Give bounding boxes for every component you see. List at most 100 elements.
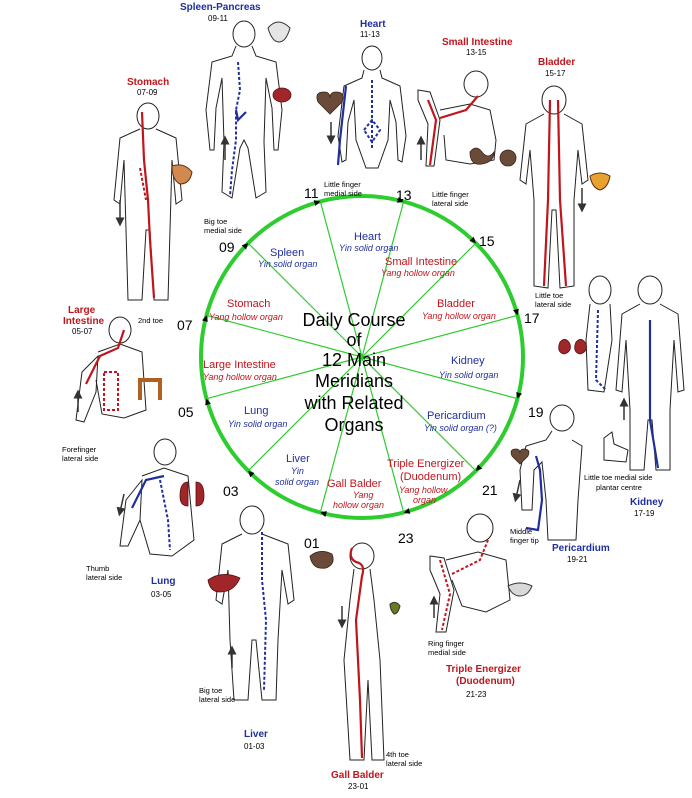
- segment-name: Heart: [354, 231, 381, 243]
- hour-label-09: 09: [219, 239, 235, 255]
- segment-name-line1: Triple Energizer: [387, 458, 465, 470]
- segment-name: Liver: [286, 453, 310, 465]
- figure-heart: Heart 11-13 Little finger medial side: [316, 19, 407, 198]
- segment-pericardium: Pericardium Yin solid organ (?): [424, 410, 497, 433]
- clock-spoke: [319, 201, 363, 358]
- clock-spoke: [361, 201, 405, 358]
- figure-time: 03-05: [151, 590, 172, 599]
- segment-type-line1: Yang hollow: [399, 485, 448, 495]
- segment-name: Kidney: [451, 355, 485, 367]
- figure-time: 17-19: [634, 509, 655, 518]
- segment-type-line2: organ: [413, 495, 436, 505]
- segment-large-intestine: Large Intestine Yang hollow organ: [203, 359, 277, 382]
- segment-type: Yang hollow organ: [422, 311, 496, 321]
- body-illustration: [119, 438, 195, 557]
- clock-spoke: [361, 314, 518, 358]
- segment-type: Yang hollow organ: [381, 268, 455, 278]
- figure-time: 15-17: [545, 69, 566, 78]
- figure-note-line2: lateral side: [535, 300, 571, 309]
- figure-note-line1: 2nd toe: [138, 316, 163, 325]
- clock-spoke: [361, 356, 405, 513]
- segment-type-line1: Yin: [291, 466, 304, 476]
- figure-time: 01-03: [244, 742, 265, 751]
- figure-title: Kidney: [630, 497, 664, 508]
- meridian-clock: [199, 194, 525, 520]
- liver-organ-icon: [207, 574, 241, 593]
- hour-arrow-marker: [313, 200, 321, 206]
- hour-arrow-marker: [241, 243, 249, 250]
- figure-triple-energizer: Ring finger medial side Triple Energizer…: [428, 513, 533, 699]
- segment-name: Bladder: [437, 298, 475, 310]
- body-illustration: [205, 20, 283, 199]
- figure-title: Lung: [151, 576, 175, 587]
- figure-note-line1: Big toe: [204, 217, 227, 226]
- clock-spoke: [206, 314, 363, 358]
- body-illustration: [429, 513, 511, 633]
- body-illustration: [113, 102, 183, 301]
- hour-arrow-marker: [205, 398, 211, 406]
- segment-type: Yin solid organ: [228, 419, 287, 429]
- segment-type: Yin solid organ: [339, 243, 398, 253]
- figure-note-line2: lateral side: [199, 695, 235, 704]
- clock-spoke: [247, 242, 363, 358]
- stomach-organ-icon: [171, 164, 193, 185]
- clock-ring: [199, 194, 525, 520]
- figure-spleen-pancreas: Spleen-Pancreas 09-11 Big toe medial sid…: [180, 2, 292, 235]
- segment-type-line1: Yang: [353, 490, 373, 500]
- segment-name: Pericardium: [427, 410, 486, 422]
- figure-note-line1: Forefinger: [62, 445, 97, 454]
- center-title-line1: Daily Course: [302, 310, 405, 330]
- figure-note-line2: lateral side: [432, 199, 468, 208]
- hour-arrow-marker: [513, 308, 519, 316]
- figure-title: Small Intestine: [442, 37, 513, 48]
- duodenum-organ-icon: [507, 582, 533, 597]
- segment-type: Yang hollow organ: [203, 372, 277, 382]
- figure-note-line2: medial side: [204, 226, 242, 235]
- center-title-line6: Organs: [324, 415, 383, 435]
- hour-arrow-marker: [516, 392, 522, 399]
- body-illustration: [215, 505, 295, 701]
- segment-triple-energizer: Triple Energizer (Duodenum) Yang hollow …: [387, 458, 465, 505]
- hour-arrow-marker: [248, 470, 255, 478]
- figure-note-line1: Ring finger: [428, 639, 465, 648]
- figure-title: Heart: [360, 19, 386, 30]
- segment-kidney: Kidney Yin solid organ: [439, 355, 498, 380]
- segment-name: Small Intestine: [385, 256, 457, 268]
- hour-arrow-marker: [202, 315, 208, 322]
- figure-title: Gall Balder: [331, 770, 384, 781]
- hour-arrow-marker: [397, 197, 404, 203]
- hour-label-15: 15: [479, 233, 495, 249]
- center-title-line5: with Related: [303, 393, 403, 413]
- figure-time: 13-15: [466, 48, 487, 57]
- figure-note-line2: lateral side: [62, 454, 98, 463]
- segment-gall-bladder: Gall Balder Yang hollow organ: [327, 478, 384, 510]
- figure-liver: Big toe lateral side Liver 01-03: [199, 505, 295, 751]
- segment-type: Yin solid organ: [439, 370, 498, 380]
- figure-note-line1: Middle: [510, 527, 532, 536]
- figure-kidney: Little toe medial side plantar centre Ki…: [558, 275, 685, 518]
- segment-heart: Heart Yin solid organ: [339, 231, 398, 253]
- heart-organ-icon: [316, 91, 344, 115]
- hour-label-23: 23: [398, 530, 414, 546]
- hour-label-19: 19: [528, 404, 544, 420]
- segment-type-line2: hollow organ: [333, 500, 384, 510]
- flow-arrow-icon: [116, 493, 126, 517]
- body-illustration: [519, 404, 583, 541]
- figure-title: Liver: [244, 729, 268, 740]
- segment-stomach: Stomach Yang hollow organ: [209, 298, 283, 322]
- figure-note-line1: Thumb: [86, 564, 109, 573]
- figure-pericardium: Middle finger tip Pericardium 19-21: [510, 404, 610, 564]
- figure-bladder: Bladder 15-17 Little toe lateral side: [519, 57, 611, 309]
- clock-spokes: [206, 201, 518, 513]
- figure-note-line1: Little finger: [324, 180, 361, 189]
- center-title-line4: Meridians: [315, 371, 393, 391]
- body-illustration: [75, 316, 147, 423]
- figure-note-line1: 4th toe: [386, 750, 409, 759]
- figure-note-line2: lateral side: [386, 759, 422, 768]
- body-illustration: [585, 275, 685, 471]
- figure-note-line2: lateral side: [86, 573, 122, 582]
- pancreas-organ-icon: [267, 21, 291, 43]
- intestine-coil-icon: [499, 149, 517, 167]
- colon-organ-icon: [138, 378, 162, 400]
- figure-title: Stomach: [127, 77, 169, 88]
